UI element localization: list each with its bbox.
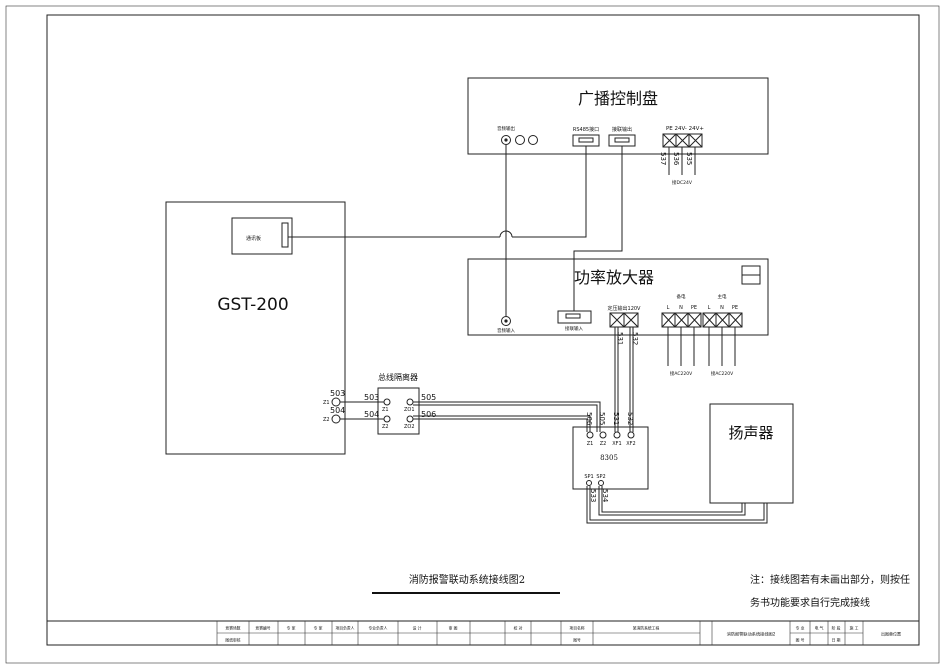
mod-xf2-label: XF2	[626, 441, 635, 447]
gst-title: GST-200	[217, 295, 288, 315]
mod-sp2-label: SP2	[596, 474, 605, 480]
rs485-label: RS485接口	[573, 126, 599, 133]
mod-wire-534: 534	[601, 489, 609, 503]
mod-sp1-label: SP1	[584, 474, 593, 480]
tb-cell-7: 设 计	[413, 626, 422, 631]
outer-frame	[5, 5, 940, 664]
jack-2	[515, 135, 525, 145]
iso-wire-504: 504	[364, 410, 379, 419]
speaker-title: 扬声器	[728, 424, 773, 442]
iso-z1-label: Z1	[382, 407, 389, 413]
gst-z1-label: Z1	[323, 400, 330, 406]
main-ac-note: 接AC220V	[711, 370, 734, 377]
gst-wire-503: 503	[330, 389, 345, 398]
tb-right-3: 阶 段	[832, 626, 841, 631]
bus-isolator: 总线隔离器 Z1 Z2 ZO1 ZO2 503 504 505 506	[364, 372, 436, 435]
jack-3	[528, 135, 538, 145]
audio-out-label: 音频输出	[497, 125, 515, 132]
iso-z2-label: Z2	[382, 424, 389, 430]
title-block: 竞赛场数 竞赛编号 专 家 专 家 项目负责人 专业负责人 设 计 审 图 校 …	[46, 620, 920, 646]
speaker: 扬声器	[709, 403, 794, 504]
output-label: 定压输出120V	[608, 305, 642, 312]
comm-board-label: 通讯板	[246, 235, 261, 242]
tb-cell-6: 专业负责人	[369, 626, 388, 631]
main-n-label: N	[720, 305, 724, 311]
comm-board	[231, 217, 293, 255]
tb-right-1: 专 业	[796, 626, 805, 631]
module-8305: Z1 Z2 XF1 XF2 8305 SP1 SP2 506 505 531 5…	[572, 412, 649, 503]
output-terminal-block	[609, 312, 639, 328]
backup-pe-label: PE	[691, 305, 697, 311]
tb-cell-1: 竞赛场数	[225, 626, 240, 631]
tb-stamp: 出图章位置	[881, 631, 901, 637]
mod-wire-506: 506	[585, 412, 593, 426]
wire-535: 535	[685, 152, 693, 165]
tb-cell-10: 项目名称	[569, 626, 584, 631]
tb-cell-8: 审 图	[449, 626, 458, 631]
mod-xf1-label: XF1	[612, 441, 621, 447]
dc24v-note: 接DC24V	[672, 179, 693, 186]
audio-out-jack	[501, 135, 511, 145]
main-power-label: 主电	[718, 293, 727, 300]
tb-right-6: 日 期	[832, 638, 841, 643]
tb-cell-2: 竞赛编号	[255, 626, 270, 631]
tb-cell-11: 某消防系统工程	[633, 626, 660, 631]
tb-drawing-name: 消防报警联动系统接线图2	[727, 631, 776, 638]
gst-200-controller: GST-200 通讯板 Z1 Z2 503 504	[165, 201, 346, 455]
comm-board-connector	[281, 222, 289, 248]
link-out-label: 接联输出	[612, 126, 632, 133]
note-line-2: 务书功能要求自行完成接线	[750, 596, 870, 609]
iso-wire-506: 506	[421, 410, 436, 419]
tb-cell-9: 校 对	[514, 626, 523, 631]
tb-right-5: 图 号	[796, 638, 805, 643]
power-terminal-labels: PE 24V- 24V+	[666, 126, 704, 132]
tb-cell-12: 图纸审核	[225, 638, 240, 643]
audio-in-label: 音频输入	[497, 327, 515, 334]
backup-ac-note: 接AC220V	[670, 370, 693, 377]
isolator-title: 总线隔离器	[378, 372, 418, 382]
backup-power-label: 备电	[677, 293, 686, 300]
module-name: 8305	[600, 454, 618, 462]
gst-wire-504: 504	[330, 406, 345, 415]
tb-right-4: 施 工	[850, 626, 859, 631]
tb-cell-3: 专 家	[287, 626, 296, 631]
gst-z2-label: Z2	[323, 417, 330, 423]
amp-wire-532: 532	[631, 332, 639, 345]
wire-537: 537	[659, 152, 667, 165]
mod-z2-label: Z2	[600, 441, 607, 447]
tb-cell-4: 专 家	[314, 626, 323, 631]
power-amplifier: 功率放大器 音频输入 接联输入 定压输出120V 备电 L N PE 主电 L …	[467, 258, 769, 377]
iso-zo1-label: ZO1	[404, 407, 415, 413]
tb-cell-5: 项目负责人	[336, 626, 355, 631]
broadcast-panel-title: 广播控制盘	[578, 89, 658, 108]
tb-cell-13: 图号	[573, 638, 581, 643]
diagram-caption: 消防报警联动系统接线图2	[409, 573, 525, 586]
broadcast-control-panel: 广播控制盘 音频输出 RS485接口 接联输出 PE 24V- 24V+ 537…	[467, 77, 769, 186]
amplifier-title: 功率放大器	[574, 268, 654, 287]
mod-wire-531: 531	[612, 412, 620, 425]
backup-l-label: L	[667, 305, 670, 311]
link-in-label: 接联输入	[565, 325, 583, 332]
audio-in-jack	[501, 316, 511, 326]
main-l-label: L	[708, 305, 711, 311]
wiring	[288, 145, 768, 524]
mod-z1-label: Z1	[587, 441, 594, 447]
mod-wire-505: 505	[598, 412, 606, 425]
tb-right-2: 电 气	[815, 626, 824, 631]
iso-zo2-label: ZO2	[404, 424, 415, 430]
main-pe-label: PE	[732, 305, 738, 311]
mod-wire-533: 533	[589, 489, 597, 502]
amp-wire-531: 531	[616, 332, 624, 345]
wire-536: 536	[672, 152, 680, 166]
backup-n-label: N	[679, 305, 683, 311]
iso-wire-505: 505	[421, 393, 436, 402]
iso-wire-503: 503	[364, 393, 379, 402]
note-line-1: 注：接线图若有未画出部分，则按任	[750, 573, 910, 586]
